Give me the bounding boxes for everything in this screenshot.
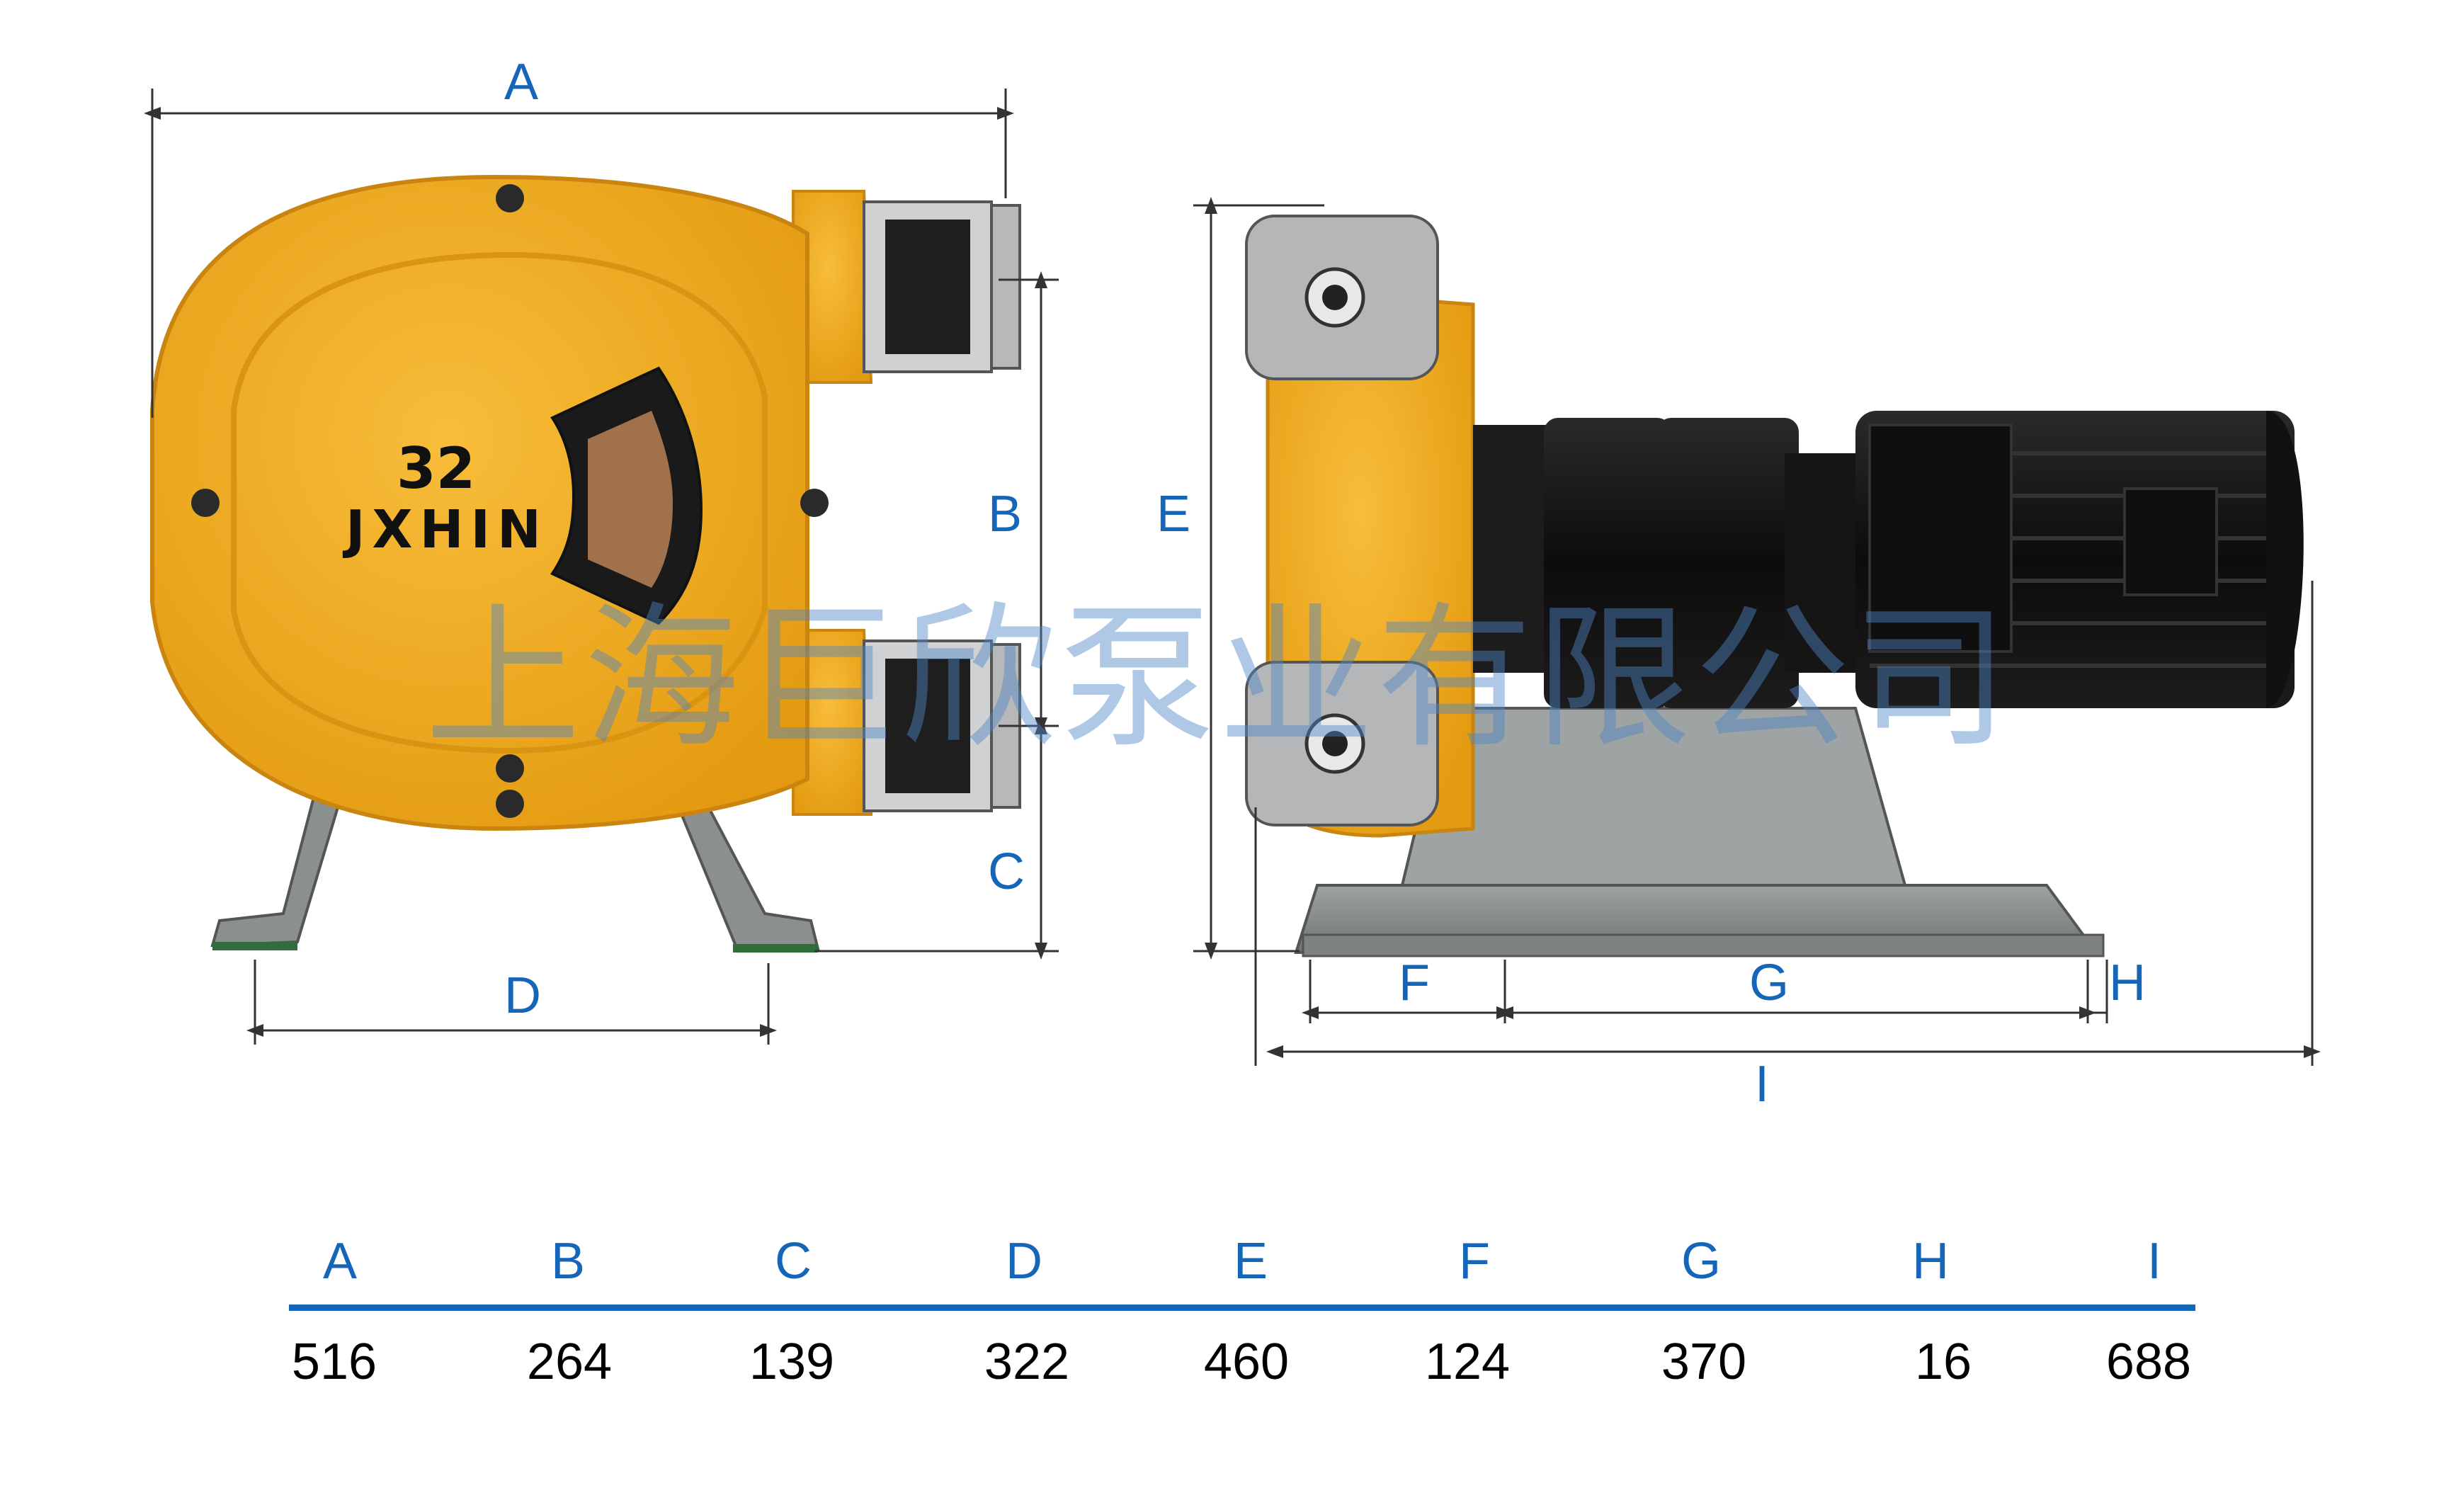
table-header-c: C xyxy=(775,1233,812,1290)
table-header-e: E xyxy=(1233,1233,1268,1290)
nameplate xyxy=(2123,487,2218,596)
side-view xyxy=(1245,215,2304,957)
label-b: B xyxy=(988,486,1023,542)
label-c: C xyxy=(988,843,1025,900)
label-f: F xyxy=(1399,955,1430,1011)
side-lower-flange xyxy=(1245,661,1439,826)
table-value-e: 460 xyxy=(1203,1334,1290,1390)
housing-rib xyxy=(231,251,768,754)
lower-port-flange xyxy=(863,640,1021,812)
label-i: I xyxy=(1755,1056,1770,1113)
table-rule xyxy=(289,1304,2195,1311)
brand-name: JXHIN xyxy=(346,499,548,560)
table-value-f: 124 xyxy=(1424,1334,1511,1390)
label-a: A xyxy=(504,54,539,110)
upper-port-flange xyxy=(863,200,1021,373)
table-header-a: A xyxy=(322,1233,358,1290)
table-value-c: 139 xyxy=(749,1334,835,1390)
table-value-d: 322 xyxy=(984,1334,1070,1390)
gearbox-front xyxy=(1544,418,1671,708)
rotor-view xyxy=(588,411,673,588)
label-h: H xyxy=(2109,955,2146,1011)
table-header-d: D xyxy=(1006,1233,1042,1290)
dimension-lines xyxy=(144,89,2321,1066)
table-header-f: F xyxy=(1459,1233,1490,1290)
company-watermark: 上海巨欣泵业有限公司 xyxy=(424,588,2011,769)
label-d: D xyxy=(504,967,541,1024)
fan-cover xyxy=(2266,411,2304,708)
table-header-g: G xyxy=(1681,1233,1721,1290)
housing-bolts xyxy=(191,184,829,818)
terminal-box xyxy=(1868,424,2013,653)
table-header-h: H xyxy=(1912,1233,1949,1290)
table-value-a: 516 xyxy=(291,1334,377,1390)
front-view xyxy=(150,174,1021,953)
label-e: E xyxy=(1156,486,1191,542)
label-g: G xyxy=(1749,955,1790,1011)
gearbox-rear xyxy=(1657,418,1799,708)
table-value-b: 264 xyxy=(526,1334,613,1390)
model-number: 32 xyxy=(397,436,476,501)
table-header-b: B xyxy=(550,1233,586,1290)
side-upper-flange xyxy=(1245,215,1439,380)
table-value-h: 16 xyxy=(1914,1334,1972,1390)
table-value-i: 688 xyxy=(2105,1334,2192,1390)
front-feet xyxy=(210,763,820,953)
table-header-i: I xyxy=(2147,1233,2161,1290)
table-value-g: 370 xyxy=(1661,1334,1747,1390)
